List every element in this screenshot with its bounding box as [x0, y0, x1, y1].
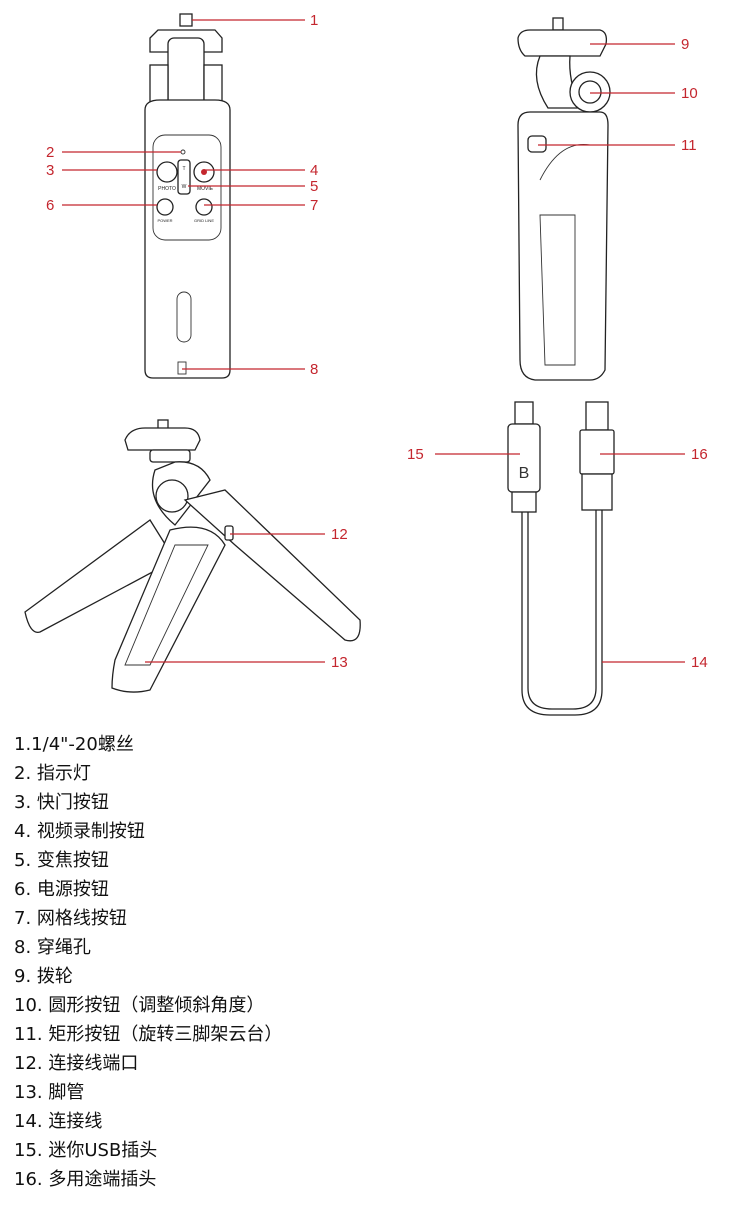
- zoom-tele-label: T: [182, 166, 185, 172]
- grip-front-view: T W PHOTO MOVIE POWER GRID LINE: [144, 13, 231, 379]
- callout-8: 8: [310, 361, 318, 378]
- callout-16: 16: [691, 446, 708, 463]
- legend-item: 1.1/4"-20螺丝: [14, 734, 134, 755]
- grip-side-view: [517, 17, 611, 381]
- callout-1: 1: [310, 12, 318, 29]
- zoom-wide-label: W: [182, 184, 187, 190]
- legend-item: 4. 视频录制按钮: [14, 821, 145, 842]
- legend-item: 5. 变焦按钮: [14, 850, 109, 871]
- power-label: POWER: [157, 218, 172, 223]
- callout-6: 6: [46, 197, 54, 214]
- legend-item: 2. 指示灯: [14, 763, 91, 784]
- callout-lines: [62, 19, 685, 663]
- cable-view: B: [507, 401, 615, 716]
- legend-item: 10. 圆形按钮（调整倾斜角度）: [14, 995, 265, 1016]
- legend-item: 9. 拨轮: [14, 966, 73, 987]
- grid-line-label: GRID LINE: [194, 218, 214, 223]
- callout-9: 9: [681, 36, 689, 53]
- callout-12: 12: [331, 526, 348, 543]
- product-diagram: T W PHOTO MOVIE POWER GRID LINE: [24, 12, 708, 716]
- callout-5: 5: [310, 178, 318, 195]
- callout-11: 11: [681, 137, 697, 154]
- legend-item: 3. 快门按钮: [14, 792, 109, 813]
- parts-legend: 1.1/4"-20螺丝 2. 指示灯 3. 快门按钮 4. 视频录制按钮 5. …: [14, 730, 282, 1194]
- movie-label: MOVIE: [197, 186, 214, 192]
- callout-4: 4: [310, 162, 318, 179]
- legend-item: 7. 网格线按钮: [14, 908, 127, 929]
- callout-7: 7: [310, 197, 318, 214]
- legend-item: 16. 多用途端插头: [14, 1169, 157, 1190]
- photo-label: PHOTO: [158, 186, 176, 192]
- legend-item: 6. 电源按钮: [14, 879, 109, 900]
- legend-item: 13. 脚管: [14, 1082, 85, 1103]
- legend-item: 12. 连接线端口: [14, 1053, 139, 1074]
- callout-15: 15: [407, 446, 424, 463]
- legend-item: 14. 连接线: [14, 1111, 103, 1132]
- b-mark: B: [519, 465, 530, 482]
- legend-item: 15. 迷你USB插头: [14, 1140, 158, 1161]
- callout-2: 2: [46, 144, 54, 161]
- callout-numbers: 1 2 3 4 5 6 7 8 9 10 11 12 13 14 15 16: [46, 12, 708, 671]
- callout-14: 14: [691, 654, 708, 671]
- legend-item: 11. 矩形按钮（旋转三脚架云台）: [14, 1024, 283, 1045]
- callout-3: 3: [46, 162, 54, 179]
- tripod-view: [24, 419, 361, 693]
- callout-10: 10: [681, 85, 698, 102]
- legend-item: 8. 穿绳孔: [14, 937, 91, 958]
- callout-13: 13: [331, 654, 348, 671]
